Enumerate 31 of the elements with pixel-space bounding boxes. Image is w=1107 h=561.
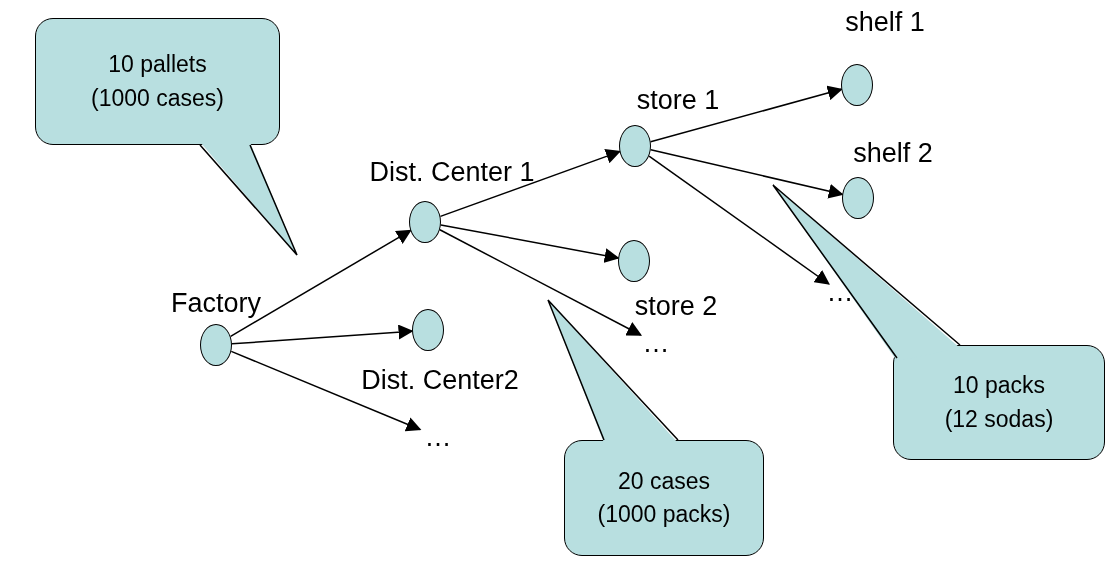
node-circle bbox=[412, 309, 444, 351]
node-circle bbox=[841, 64, 873, 106]
node-label: shelf 1 bbox=[845, 8, 925, 36]
node-label: Dist. Center 1 bbox=[369, 158, 535, 186]
ellipsis-text: … bbox=[820, 277, 860, 307]
arrow bbox=[650, 148, 844, 199]
arrow bbox=[439, 149, 621, 218]
node-circle bbox=[200, 324, 232, 366]
callout-bubble bbox=[564, 440, 764, 556]
node-label: store 1 bbox=[636, 86, 720, 114]
ellipsis-text: … bbox=[636, 328, 676, 358]
node-label: Dist. Center2 bbox=[361, 366, 519, 394]
callout-text: 10 packs (12 sodas) bbox=[943, 371, 1055, 434]
node-label: store 2 bbox=[634, 292, 718, 320]
arrow bbox=[648, 155, 830, 285]
node-label: shelf 2 bbox=[853, 139, 933, 167]
callout-text: 10 pallets (1000 cases) bbox=[90, 50, 225, 113]
arrow bbox=[231, 324, 414, 345]
node-label: Factory bbox=[171, 289, 261, 317]
ellipsis-text: … bbox=[418, 422, 458, 452]
node-circle bbox=[619, 125, 651, 167]
arrow bbox=[439, 229, 643, 336]
callout-bubble bbox=[893, 345, 1105, 460]
arrow bbox=[649, 85, 843, 143]
node-circle bbox=[618, 240, 650, 282]
arrow bbox=[230, 350, 422, 432]
arrow bbox=[229, 229, 412, 338]
arrow bbox=[440, 224, 620, 263]
node-circle bbox=[409, 201, 441, 243]
node-circle bbox=[842, 177, 874, 219]
callout-text: 20 cases (1000 packs) bbox=[596, 466, 732, 529]
